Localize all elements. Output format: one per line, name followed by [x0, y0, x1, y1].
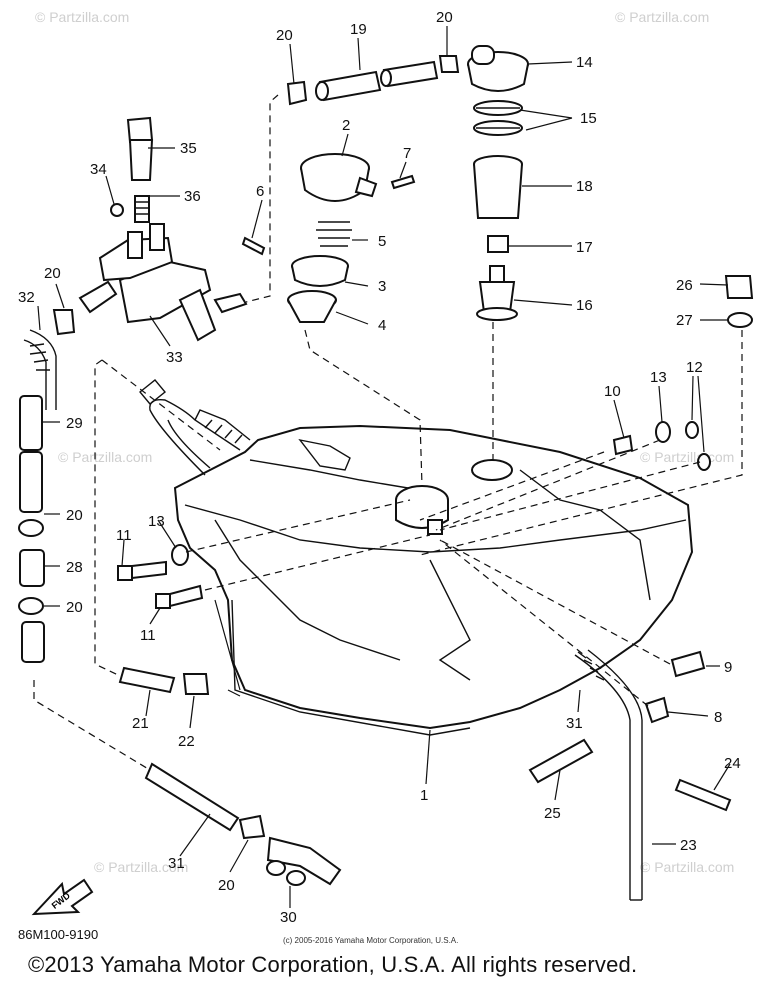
small-parts-right — [528, 275, 754, 812]
hose-23 — [574, 649, 643, 901]
callout-31: 31 — [168, 855, 185, 872]
callout-32: 32 — [18, 289, 35, 306]
tank-hoses — [139, 379, 251, 476]
callout-13: 13 — [650, 369, 667, 386]
callout-13: 13 — [148, 513, 165, 530]
leader-lines — [37, 26, 731, 908]
watermark-top-right: © Partzilla.com — [615, 9, 709, 25]
fwd-arrow: FWD — [31, 878, 94, 916]
callout-20: 20 — [276, 27, 293, 44]
callout-35: 35 — [180, 140, 197, 157]
top-hoses — [286, 55, 460, 106]
callout-27: 27 — [676, 312, 693, 329]
callout-23: 23 — [680, 837, 697, 854]
callout-10: 10 — [604, 383, 621, 400]
callout-1: 1 — [420, 787, 428, 804]
callout-17: 17 — [576, 239, 593, 256]
callout-15: 15 — [580, 110, 597, 127]
callout-22: 22 — [178, 733, 195, 750]
copyright-notice: ©2013 Yamaha Motor Corporation, U.S.A. A… — [28, 952, 638, 977]
fuel-tank — [173, 424, 694, 736]
callout-labels: 20 19 20 14 15 18 17 16 2 7 6 5 3 4 26 2… — [18, 9, 741, 926]
fuel-gauge-assembly — [467, 45, 529, 321]
callout-4: 4 — [378, 317, 386, 334]
callout-5: 5 — [378, 233, 386, 250]
callout-3: 3 — [378, 278, 386, 295]
callout-2: 2 — [342, 117, 350, 134]
callout-28: 28 — [66, 559, 83, 576]
callout-11: 11 — [140, 627, 156, 644]
callout-24: 24 — [724, 755, 741, 772]
diagram-code: 86M100-9190 — [18, 927, 99, 942]
bolts-left — [117, 544, 204, 609]
callout-25: 25 — [544, 805, 561, 822]
callout-33: 33 — [166, 349, 183, 366]
callout-12: 12 — [686, 359, 703, 376]
callout-36: 36 — [184, 188, 201, 205]
callout-19: 19 — [350, 21, 367, 38]
callout-16: 16 — [576, 297, 593, 314]
callout-20: 20 — [44, 265, 61, 282]
callout-20: 20 — [218, 877, 235, 894]
bottom-parts — [118, 666, 342, 886]
assembly-lines — [33, 94, 743, 771]
small-copyright-notice: (c) 2005-2016 Yamaha Motor Corporation, … — [283, 936, 459, 945]
callout-20: 20 — [66, 599, 83, 616]
watermark-bottom-left: © Partzilla.com — [94, 859, 188, 875]
filler-cap-assembly — [241, 153, 416, 323]
fuel-cock-assembly — [78, 116, 248, 342]
callout-9: 9 — [724, 659, 732, 676]
callout-34: 34 — [90, 161, 107, 178]
watermark-top-left: © Partzilla.com — [35, 9, 129, 25]
callout-11: 11 — [116, 527, 132, 544]
callout-21: 21 — [132, 715, 149, 732]
callout-6: 6 — [256, 183, 264, 200]
callout-29: 29 — [66, 415, 83, 432]
callout-26: 26 — [676, 277, 693, 294]
callout-20: 20 — [436, 9, 453, 26]
callout-7: 7 — [403, 145, 411, 162]
watermark-left: © Partzilla.com — [58, 449, 152, 465]
callout-14: 14 — [576, 54, 593, 71]
callout-20: 20 — [66, 507, 83, 524]
callout-31: 31 — [566, 715, 583, 732]
callout-30: 30 — [280, 909, 297, 926]
watermark-bottom-right: © Partzilla.com — [640, 859, 734, 875]
watermark-right: © Partzilla.com — [640, 449, 734, 465]
callout-18: 18 — [576, 178, 593, 195]
left-hose-chain — [18, 309, 76, 663]
callout-8: 8 — [714, 709, 722, 726]
